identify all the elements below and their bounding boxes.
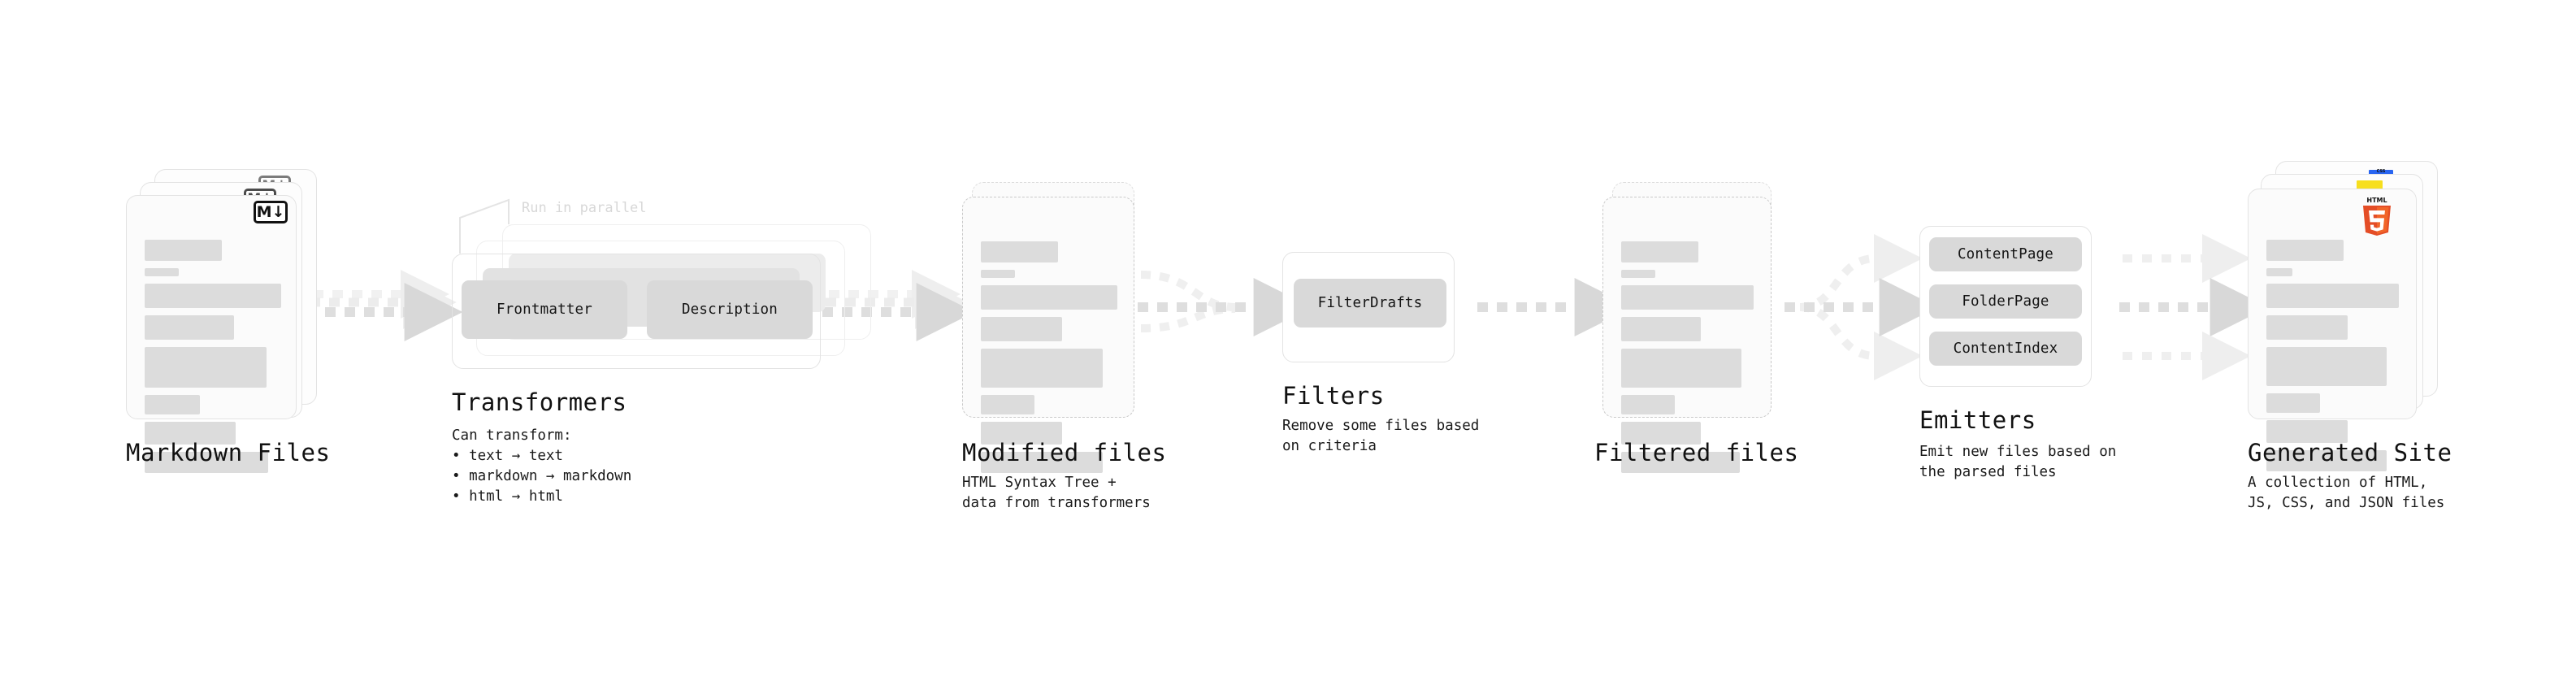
css-icon-label: CSS xyxy=(2376,169,2386,174)
svg-text:HTML: HTML xyxy=(2366,197,2387,204)
emitter-node-contentindex[interactable]: ContentIndex xyxy=(1929,332,2082,366)
content-bar xyxy=(981,395,1034,414)
content-bar xyxy=(1621,241,1698,262)
modified-card-lines xyxy=(981,241,1117,480)
filtered-card-front[interactable] xyxy=(1602,197,1772,473)
content-bar xyxy=(145,315,234,340)
content-bar xyxy=(2266,420,2348,443)
content-bar xyxy=(981,285,1117,310)
content-bar xyxy=(1621,395,1675,414)
filter-node-filterdrafts[interactable]: FilterDrafts xyxy=(1294,279,1446,327)
arrow-filtered-to-emitters xyxy=(1785,234,1938,380)
content-bar xyxy=(145,452,268,473)
content-bar xyxy=(981,349,1103,388)
content-bar xyxy=(2266,347,2387,386)
content-bar xyxy=(145,240,222,261)
stage-title-filtered-files: Filtered files xyxy=(1594,439,1799,466)
content-bar xyxy=(145,395,200,414)
markdown-card-front[interactable] xyxy=(126,195,297,473)
content-bar xyxy=(2266,284,2399,308)
stage-desc-transformers: Can transform: • text → text • markdown … xyxy=(452,427,632,505)
content-bar xyxy=(1621,452,1740,473)
content-bar xyxy=(145,284,281,308)
html5-icon: HTML xyxy=(2358,195,2396,241)
arrow-markdown-to-transformers xyxy=(306,270,463,341)
content-bar xyxy=(981,452,1103,473)
content-bar xyxy=(981,422,1062,445)
content-bar xyxy=(981,241,1058,262)
modified-card-front[interactable] xyxy=(962,197,1134,473)
content-bar xyxy=(2266,268,2292,276)
stage-desc-emitters: Emit new files based on the parsed files xyxy=(1919,444,2117,480)
site-card-front[interactable] xyxy=(2248,189,2417,471)
stage-title-generated-site: Generated Site xyxy=(2248,439,2452,466)
stage-title-filters: Filters xyxy=(1282,382,1385,410)
content-bar xyxy=(145,422,236,445)
transformer-panel-front[interactable] xyxy=(452,254,821,369)
filtered-card-lines xyxy=(1621,241,1754,480)
content-bar xyxy=(2266,240,2344,261)
stage-title-emitters: Emitters xyxy=(1919,406,2036,434)
site-card-lines xyxy=(2266,240,2400,479)
emitter-node-folderpage[interactable]: FolderPage xyxy=(1929,284,2082,319)
content-bar xyxy=(1621,349,1741,388)
content-bar xyxy=(981,270,1015,278)
stage-desc-filters: Remove some files based on criteria xyxy=(1282,418,1480,454)
transformer-node-description[interactable]: Description xyxy=(647,280,813,339)
content-bar xyxy=(2266,393,2320,413)
emitter-node-contentpage[interactable]: ContentPage xyxy=(1929,237,2082,271)
markdown-card-lines xyxy=(145,240,281,480)
stage-title-markdown-files: Markdown Files xyxy=(126,439,331,466)
content-bar xyxy=(2266,315,2348,340)
content-bar xyxy=(981,317,1062,341)
content-bar xyxy=(2266,450,2387,471)
content-bar xyxy=(1621,270,1655,278)
arrow-emitters-to-site xyxy=(2119,234,2269,380)
content-bar xyxy=(145,268,179,276)
stage-desc-generated-site: A collection of HTML, JS, CSS, and JSON … xyxy=(2248,475,2445,511)
transformer-node-frontmatter[interactable]: Frontmatter xyxy=(462,280,627,339)
content-bar xyxy=(1621,317,1701,341)
content-bar xyxy=(145,347,267,388)
stage-title-transformers: Transformers xyxy=(452,388,627,416)
run-in-parallel-label: Run in parallel xyxy=(522,200,647,216)
markdown-icon: M↓ xyxy=(254,201,288,223)
content-bar xyxy=(1621,422,1701,445)
arrow-modified-to-filters xyxy=(1138,271,1312,336)
content-bar xyxy=(1621,285,1754,310)
html5-icon-svg: HTML xyxy=(2363,197,2391,236)
stage-desc-modified-files: HTML Syntax Tree + data from transformer… xyxy=(962,475,1151,511)
stage-title-modified-files: Modified files xyxy=(962,439,1167,466)
